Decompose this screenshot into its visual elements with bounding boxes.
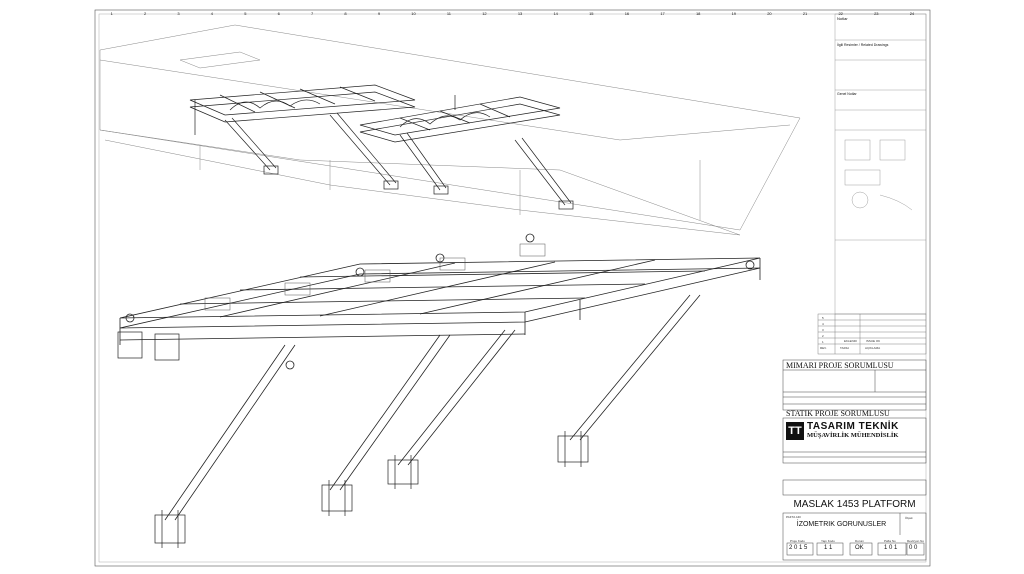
column-number: 12 [482, 11, 487, 16]
title-block-lines [782, 359, 927, 561]
related-drawings-header: İlgili Resimler / Related Drawings [837, 43, 889, 47]
column-number: 19 [731, 11, 737, 16]
building-code-value: 1 1 [824, 545, 833, 551]
revision-row: 4 [822, 322, 824, 326]
column-number: 2 [143, 11, 147, 16]
notes-panel [834, 13, 927, 315]
upper-steel-frame [189, 84, 574, 210]
building-code-label: Yapı Kodu [821, 539, 835, 543]
notes-header: Notlar [837, 16, 848, 21]
column-number: 8 [344, 11, 347, 16]
revision-0-description: ISSUE OK [866, 339, 881, 343]
scale-label: Ölçek [905, 516, 913, 520]
column-number: 23 [874, 11, 879, 16]
structural-header: STATIK PROJE SORUMLUSU [786, 409, 890, 418]
column-number: 22 [838, 11, 843, 16]
column-base-plates [117, 331, 589, 548]
column-number: 6 [277, 11, 280, 16]
project-code-value: 2 0 1 5 [789, 545, 808, 551]
general-notes-header: Genel Notlar [837, 92, 857, 96]
upper-isometric-view [99, 24, 801, 236]
revision-table [817, 313, 927, 355]
column-number: 7 [311, 11, 314, 16]
lifting-lugs [125, 233, 755, 370]
revision-number-value: 0 0 [909, 545, 918, 551]
column-number: 4 [210, 11, 214, 16]
column-number: 10 [411, 11, 416, 16]
column-number: 15 [589, 11, 594, 16]
project-code-label: Proje Kodu [790, 539, 805, 543]
column-number: 20 [767, 11, 772, 16]
revision-row: 3 [822, 328, 824, 332]
revision-number-label: Revizyon No [907, 539, 925, 543]
column-number: 3 [177, 11, 180, 16]
column-number: 17 [660, 11, 665, 16]
status-value: OK [855, 545, 864, 551]
column-number: 11 [446, 11, 452, 16]
revision-row: 2 [822, 334, 824, 338]
sheet-number-label: Pafta No [884, 539, 896, 543]
revision-numbers: 5 4 3 2 1 [822, 315, 824, 345]
company-name: TASARIM TEKNİK [807, 421, 899, 432]
revision-0-date: EKLENDI [844, 339, 857, 343]
column-number: 14 [553, 11, 558, 16]
revision-col-date: TARIH [840, 346, 849, 350]
status-label: Durum [855, 539, 865, 543]
company-logo: TT [786, 422, 804, 440]
column-number: 21 [802, 11, 808, 16]
column-number: 24 [909, 11, 915, 16]
revision-row: 5 [822, 316, 824, 320]
column-number: 18 [695, 11, 701, 16]
lower-steel-frame [117, 233, 761, 548]
column-number: 13 [517, 11, 523, 16]
architect-header: MIMARI PROJE SORUMLUSU [786, 361, 894, 370]
revision-col-description: AÇIKLAMA [865, 346, 881, 350]
column-number: 1 [110, 11, 113, 16]
column-number: 16 [624, 11, 630, 16]
column-number: 5 [244, 11, 247, 16]
column-number: 9 [377, 11, 381, 16]
sheet-number-value: 1 0 1 [884, 545, 898, 551]
revision-col-rev: REV. [820, 346, 827, 350]
sheet-border [94, 9, 931, 567]
column-number-strip: 1 2 3 4 5 6 7 8 9 10 11 12 13 14 15 16 1… [95, 11, 930, 19]
drawing-title: İZOMETRIK GORUNUSLER [796, 521, 887, 528]
revision-row: 1 [822, 340, 824, 344]
project-title: MASLAK 1453 PLATFORM [793, 499, 916, 510]
company-subtitle: MÜŞAVİRLİK MÜHENDİSLİK [807, 432, 899, 439]
drawing-label: PAFTA ADI [786, 515, 801, 519]
